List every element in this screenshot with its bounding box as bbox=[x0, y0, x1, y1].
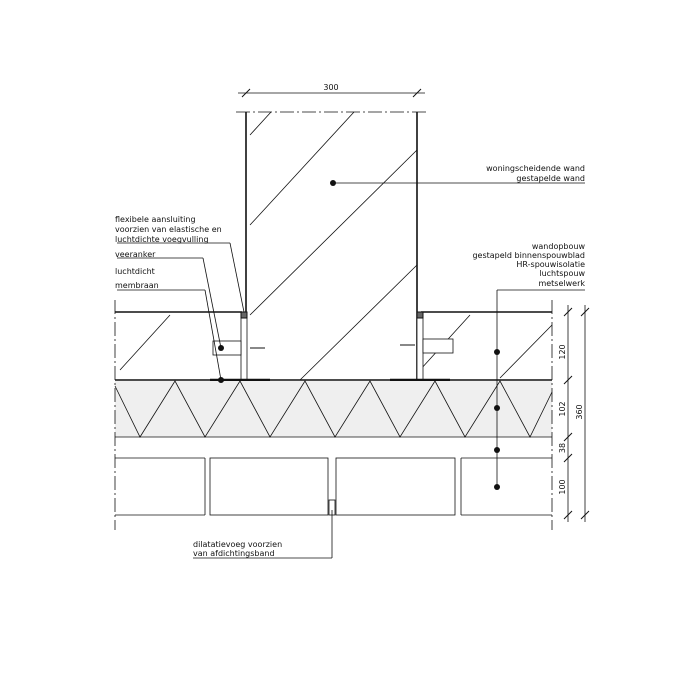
brickwork bbox=[115, 457, 552, 516]
inner-leaf bbox=[115, 311, 553, 382]
label-buildup-4: metselwerk bbox=[538, 279, 585, 288]
label-membrane-2: membraan bbox=[115, 281, 159, 290]
insulation bbox=[114, 380, 553, 438]
label-buildup-3: luchtspouw bbox=[539, 269, 585, 278]
dim-102: 102 bbox=[558, 401, 567, 416]
label-anchor: veeranker bbox=[115, 250, 156, 259]
dim-38: 38 bbox=[558, 443, 567, 453]
label-buildup-2: HR-spouwisolatie bbox=[516, 260, 585, 269]
label-joint-3: luchtdichte voegvulling bbox=[115, 235, 209, 244]
label-buildup-title: wandopbouw bbox=[532, 242, 586, 251]
label-wall-2: gestapelde wand bbox=[516, 174, 585, 183]
label-expansion-2: van afdichtingsband bbox=[193, 549, 275, 558]
dim-300: 300 bbox=[323, 83, 338, 92]
label-buildup-1: gestapeld binnenspouwblad bbox=[472, 251, 585, 260]
label-membrane-1: luchtdicht bbox=[115, 267, 155, 276]
leaders bbox=[117, 182, 585, 559]
label-wall-1: woningscheidende wand bbox=[486, 164, 585, 173]
wall-width-dimension: 300 bbox=[238, 83, 425, 98]
label-joint-1: flexibele aansluiting bbox=[115, 215, 196, 224]
label-expansion-1: dilatatievoeg voorzien bbox=[193, 540, 282, 549]
separating-wall bbox=[236, 111, 428, 381]
dim-100: 100 bbox=[558, 479, 567, 494]
dim-360: 360 bbox=[575, 404, 584, 419]
label-joint-2: voorzien van elastische en bbox=[115, 225, 222, 234]
reference-dots bbox=[218, 180, 500, 490]
layer-dimensions: 120 102 38 100 360 bbox=[558, 305, 590, 522]
dim-120: 120 bbox=[558, 344, 567, 359]
